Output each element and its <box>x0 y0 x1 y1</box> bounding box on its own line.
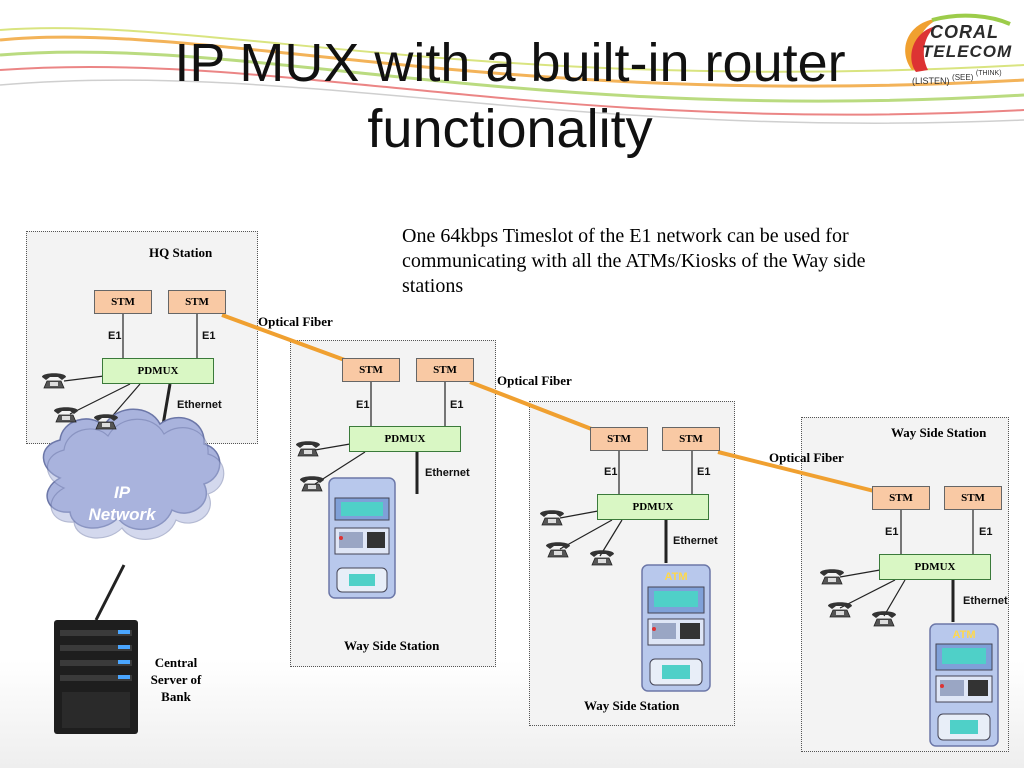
ws1-stm-1: STM <box>342 358 400 382</box>
atm-sign-label: ATM <box>952 629 975 641</box>
station-label-way-side-3: Way Side Station <box>891 425 987 440</box>
ip-network-label: IP Network <box>62 482 182 526</box>
slide-title: IP MUX with a built-in router functional… <box>60 30 960 162</box>
server-icon <box>54 620 138 734</box>
telephone-icon <box>41 372 67 389</box>
ws1-e1-label-1: E1 <box>356 399 370 411</box>
ws1-pdmux: PDMUX <box>349 426 461 452</box>
ws1-stm-2: STM <box>416 358 474 382</box>
hq-e1-label-2: E1 <box>202 330 216 342</box>
title-line-1: IP MUX with a built-in router <box>174 33 846 93</box>
ws3-stm-1: STM <box>872 486 930 510</box>
ws2-stm-1: STM <box>590 427 648 451</box>
ip-network-cloud <box>42 408 225 540</box>
atm-machine-icon: ATM <box>929 623 999 747</box>
hq-ethernet-label: Ethernet <box>177 399 222 411</box>
ws3-stm-2: STM <box>944 486 1002 510</box>
telephone-icon <box>545 541 571 558</box>
telephone-icon <box>589 549 615 566</box>
atm-sign-label: ATM <box>664 571 687 583</box>
tag-see: (SEE) <box>952 73 974 82</box>
hq-pdmux: PDMUX <box>102 358 214 384</box>
station-label-hq: HQ Station <box>149 245 213 260</box>
coral-telecom-logo: CORAL TELECOM (LISTEN) (SEE) (THINK) <box>892 10 1020 100</box>
station-label-way-side-1: Way Side Station <box>344 638 440 653</box>
optical-fiber-label-1: Optical Fiber <box>258 314 333 329</box>
ws2-ethernet-label: Ethernet <box>673 535 718 547</box>
ws2-stm-2: STM <box>662 427 720 451</box>
logo-word-coral: CORAL <box>930 22 999 42</box>
telephone-icon <box>53 406 79 423</box>
telephone-icon <box>871 610 897 627</box>
telephone-icon <box>827 601 853 618</box>
telephone-icon <box>539 509 565 526</box>
ws2-e1-label-2: E1 <box>697 466 711 478</box>
atm-machine-icon: ATM <box>641 564 711 692</box>
hq-stm-2: STM <box>168 290 226 314</box>
ws2-e1-label-1: E1 <box>604 466 618 478</box>
logo-tagline: (LISTEN) (SEE) (THINK) <box>912 70 1002 86</box>
station-label-way-side-2: Way Side Station <box>584 698 680 713</box>
ws3-pdmux: PDMUX <box>879 554 991 580</box>
ws1-ethernet-label: Ethernet <box>425 467 470 479</box>
header-swoosh <box>0 27 1024 124</box>
hq-e1-label-1: E1 <box>108 330 122 342</box>
ws3-e1-label-2: E1 <box>979 526 993 538</box>
optical-fiber-label-2: Optical Fiber <box>497 373 572 388</box>
central-server-label: Central Server of Bank <box>150 655 202 704</box>
tag-listen: (LISTEN) <box>912 76 950 86</box>
logo-word-telecom: TELECOM <box>922 42 1013 61</box>
ws1-e1-label-2: E1 <box>450 399 464 411</box>
title-line-2: functionality <box>367 99 653 159</box>
ws3-ethernet-label: Ethernet <box>963 595 1008 607</box>
telephone-icon <box>295 440 321 457</box>
ws2-pdmux: PDMUX <box>597 494 709 520</box>
telephone-icon <box>299 475 325 492</box>
ip-network-label-line-1: IP <box>113 483 131 502</box>
telephone-icon <box>93 413 119 430</box>
atm-machine-icon <box>328 477 396 599</box>
optical-fiber-label-3: Optical Fiber <box>769 450 844 465</box>
tag-think: (THINK) <box>975 70 1002 77</box>
hq-stm-1: STM <box>94 290 152 314</box>
timeslot-note: One 64kbps Timeslot of the E1 network ca… <box>402 225 866 297</box>
ip-network-label-line-2: Network <box>88 505 156 524</box>
telephone-icon <box>819 568 845 585</box>
ws3-e1-label-1: E1 <box>885 526 899 538</box>
